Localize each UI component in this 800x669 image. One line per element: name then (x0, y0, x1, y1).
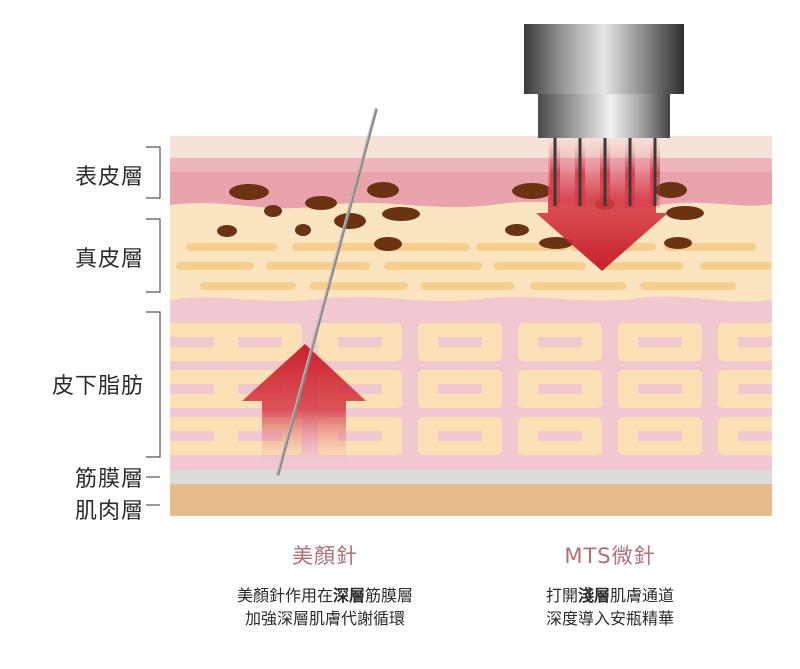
pigment-spot (382, 207, 420, 221)
label-muscle: 肌肉層 (74, 499, 144, 524)
caption-title: 美顏針 (292, 544, 358, 568)
pigment-spot (264, 205, 282, 217)
pigment-spot (539, 237, 573, 249)
mts-needles (550, 138, 660, 208)
caption-beauty-needle: 美顏針 美顏針作用在深層筋膜層 加強深層肌膚代謝循環 (195, 540, 455, 630)
dermis-fiber (176, 262, 254, 270)
fat-cell-core (438, 431, 482, 441)
dermis-fiber (384, 243, 470, 251)
caption-mts-microneedle: MTS微針 打開淺層肌膚通道 深度導入安瓶精華 (480, 540, 740, 630)
caption-title: MTS微針 (564, 544, 656, 568)
fat-cell-core (638, 337, 682, 347)
pigment-spot (229, 184, 269, 200)
dermis-fiber (266, 262, 370, 270)
dermis-fiber (640, 282, 736, 290)
dermis-fiber (600, 262, 684, 270)
pigment-spot (374, 237, 402, 251)
fat-cell-core (170, 431, 214, 441)
fat-cell-core (438, 337, 482, 347)
fat-cell-core (738, 337, 772, 347)
epidermis-surface (170, 136, 772, 158)
mts-device-base (538, 94, 670, 138)
pigment-spot (217, 225, 237, 237)
pigment-spot (334, 213, 366, 229)
fat-cell-core (170, 337, 214, 347)
fascia-layer (170, 470, 772, 484)
pigment-spot (367, 182, 399, 198)
upward-arrow (242, 344, 366, 462)
dermis-fiber (292, 243, 382, 251)
mts-device-head (524, 24, 684, 94)
caption-line-1: 打開淺層肌膚通道 (545, 586, 675, 605)
fat-cell-core (538, 337, 582, 347)
caption-line-2: 加強深層肌膚代謝循環 (244, 609, 405, 628)
dermis-fiber (700, 262, 772, 270)
muscle-layer (170, 484, 772, 516)
fat-cell-core (438, 384, 482, 394)
dermis-fiber (384, 262, 482, 270)
pigment-spot (512, 183, 552, 199)
fat-cell-core (338, 337, 382, 347)
caption-line-1: 美顏針作用在深層筋膜層 (236, 586, 414, 605)
dermis-fiber (200, 282, 296, 290)
fat-cell-core (638, 431, 682, 441)
pigment-spots (217, 182, 704, 251)
dermis-fiber (494, 262, 586, 270)
fat-cell-core (538, 431, 582, 441)
dermis-fiber (530, 282, 626, 290)
dermis-fiber (186, 243, 278, 251)
label-fascia: 筋膜層 (74, 467, 144, 492)
dermis-fiber (420, 282, 514, 290)
mts-device (524, 24, 684, 208)
caption-line-2: 深度導入安瓶精華 (545, 609, 674, 628)
fat-cell-core (238, 337, 282, 347)
fat-cell-core (738, 384, 772, 394)
label-dermis: 真皮層 (74, 247, 144, 272)
pigment-spot (666, 206, 704, 220)
pigment-spot (505, 224, 529, 236)
dermis-fibers (176, 243, 772, 290)
dermis-fiber (310, 282, 408, 290)
fat-cell-core (638, 384, 682, 394)
pigment-spot (655, 182, 687, 198)
fat-cell-core (338, 431, 382, 441)
beauty-needle (276, 108, 378, 476)
fat-cell-core (538, 384, 582, 394)
layer-brackets (146, 146, 161, 506)
fat-cell-core (170, 384, 214, 394)
pigment-spot (664, 237, 692, 249)
label-subcutaneous-fat: 皮下脂肪 (51, 374, 144, 399)
fat-cell-core (738, 431, 772, 441)
label-epidermis: 表皮層 (74, 165, 144, 190)
pigment-spot (305, 196, 337, 210)
pigment-spot (295, 224, 311, 236)
